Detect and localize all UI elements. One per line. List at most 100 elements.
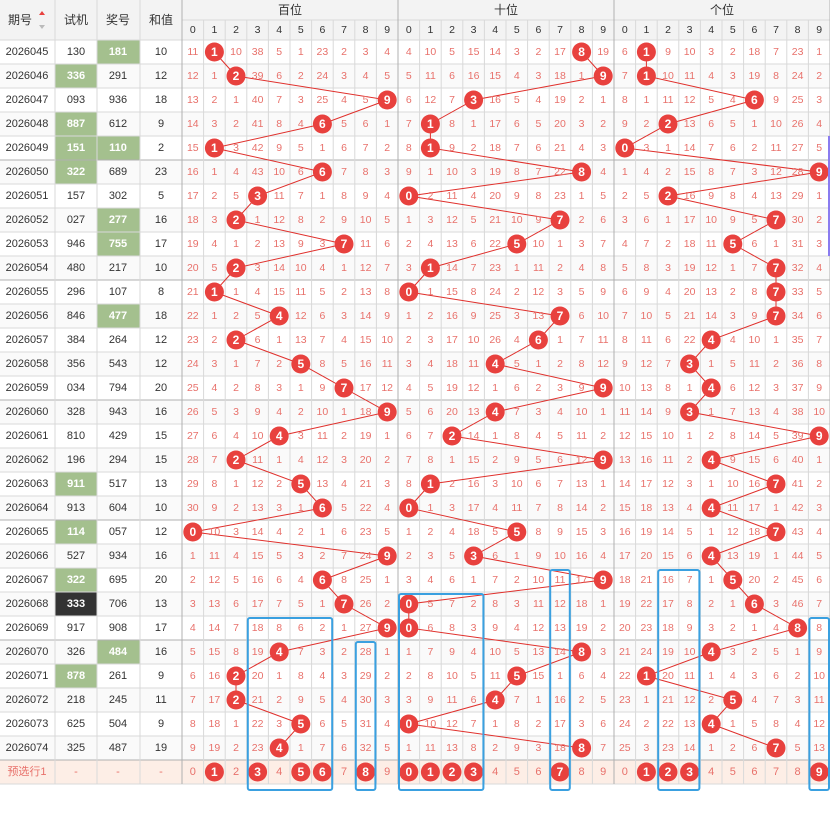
preselect-ball[interactable] xyxy=(809,762,829,782)
drawn-digit: 6 xyxy=(319,573,326,587)
drawn-digit: 0 xyxy=(405,717,412,731)
preselect-ball[interactable] xyxy=(420,762,440,782)
preselect-ball[interactable] xyxy=(312,762,332,782)
preselect-digit[interactable]: 8 xyxy=(579,766,585,778)
preselect-digit[interactable]: 7 xyxy=(341,766,347,778)
preselect-ball[interactable] xyxy=(636,762,656,782)
preselect-digit[interactable]: 1 xyxy=(643,765,650,779)
preselect-digit[interactable]: 8 xyxy=(362,765,369,779)
sort-updown-icon[interactable] xyxy=(39,11,45,15)
preselect-digit[interactable]: 0 xyxy=(190,766,196,778)
prize-cell: 277 xyxy=(109,214,127,226)
miss-count: 10 xyxy=(425,718,437,730)
preselect-ball[interactable] xyxy=(204,762,224,782)
preselect-digit[interactable]: 6 xyxy=(751,766,757,778)
preselect-ball[interactable] xyxy=(680,762,700,782)
preselect-digit[interactable]: 9 xyxy=(384,766,390,778)
miss-count: 9 xyxy=(816,646,822,658)
miss-count: 6 xyxy=(427,622,433,634)
preselect-digit[interactable]: 0 xyxy=(622,766,628,778)
miss-count: 1 xyxy=(341,622,347,634)
drawn-ball xyxy=(399,714,419,734)
preselect-ball[interactable] xyxy=(658,762,678,782)
preselect-ball[interactable] xyxy=(356,762,376,782)
miss-count: 17 xyxy=(619,550,631,562)
preselect-digit[interactable]: 7 xyxy=(773,766,779,778)
miss-count: 12 xyxy=(187,70,199,82)
drawn-ball xyxy=(593,378,613,398)
miss-count: 7 xyxy=(427,646,433,658)
preselect-digit[interactable]: 2 xyxy=(665,765,672,779)
preselect-digit[interactable]: 4 xyxy=(276,766,282,778)
miss-count: 15 xyxy=(533,670,545,682)
preselect-ball[interactable] xyxy=(291,762,311,782)
preselect-digit[interactable]: 9 xyxy=(816,765,823,779)
miss-count: 9 xyxy=(816,382,822,394)
miss-count: 4 xyxy=(406,46,412,58)
miss-count: 10 xyxy=(468,334,480,346)
miss-count: 3 xyxy=(211,214,217,226)
selection-box xyxy=(246,617,334,791)
miss-count: 5 xyxy=(298,598,304,610)
preselect-digit[interactable]: 9 xyxy=(600,766,606,778)
drawn-ball xyxy=(636,666,656,686)
drawn-ball xyxy=(701,498,721,518)
miss-count: 18 xyxy=(749,526,761,538)
drawn-ball xyxy=(226,330,246,350)
preselect-digit[interactable]: 5 xyxy=(514,766,520,778)
drawn-digit: 6 xyxy=(751,93,758,107)
miss-count: 12 xyxy=(662,478,674,490)
preselect-ball[interactable] xyxy=(399,762,419,782)
miss-count: 7 xyxy=(276,94,282,106)
miss-count: 8 xyxy=(341,574,347,586)
preselect-digit[interactable]: 1 xyxy=(427,765,434,779)
selection-box xyxy=(808,617,830,791)
preselect-digit[interactable]: 3 xyxy=(470,765,477,779)
miss-count: 29 xyxy=(187,478,199,490)
miss-count: 17 xyxy=(684,214,696,226)
preselect-digit[interactable]: 4 xyxy=(708,766,714,778)
miss-count: 4 xyxy=(233,166,239,178)
preselect-digit[interactable]: 8 xyxy=(795,766,801,778)
header-period[interactable]: 期号 xyxy=(8,13,32,27)
drawn-ball xyxy=(636,42,656,62)
preselect-digit[interactable]: 0 xyxy=(405,765,412,779)
sort-updown-icon[interactable] xyxy=(39,25,45,29)
miss-count: 3 xyxy=(406,358,412,370)
miss-count: 4 xyxy=(276,406,282,418)
preselect-digit[interactable]: 5 xyxy=(730,766,736,778)
miss-count: 20 xyxy=(187,262,199,274)
preselect-ball[interactable] xyxy=(248,762,268,782)
miss-count: 7 xyxy=(492,574,498,586)
preselect-ball[interactable] xyxy=(442,762,462,782)
miss-count: 1 xyxy=(665,142,671,154)
period-cell: 2026050 xyxy=(6,166,49,178)
miss-count: 2 xyxy=(557,358,563,370)
preselect-digit[interactable]: 3 xyxy=(254,765,261,779)
miss-count: 1 xyxy=(211,310,217,322)
miss-count: 1 xyxy=(471,118,477,130)
preselect-ball[interactable] xyxy=(464,762,484,782)
preselect-digit[interactable]: 2 xyxy=(233,766,239,778)
miss-count: 22 xyxy=(252,718,264,730)
preselect-digit[interactable]: 2 xyxy=(449,765,456,779)
preselect-digit[interactable]: 3 xyxy=(686,765,693,779)
miss-count: 2 xyxy=(773,358,779,370)
miss-count: 4 xyxy=(341,694,347,706)
preselect-digit[interactable]: 5 xyxy=(297,765,304,779)
trial-highlight xyxy=(55,664,97,688)
drawn-digit: 0 xyxy=(189,525,196,539)
drawn-digit: 2 xyxy=(233,669,240,683)
preselect-ball[interactable] xyxy=(550,762,570,782)
trial-highlight xyxy=(55,160,97,184)
miss-count: 5 xyxy=(319,694,325,706)
preselect-digit[interactable]: 4 xyxy=(492,766,498,778)
preselect-digit[interactable]: 6 xyxy=(535,766,541,778)
drawn-ball xyxy=(485,402,505,422)
miss-count: 8 xyxy=(622,94,628,106)
preselect-digit[interactable]: 6 xyxy=(319,765,326,779)
sum-cell: 11 xyxy=(155,694,166,706)
preselect-digit[interactable]: 7 xyxy=(557,765,564,779)
miss-count: 21 xyxy=(662,694,674,706)
preselect-digit[interactable]: 1 xyxy=(211,765,218,779)
